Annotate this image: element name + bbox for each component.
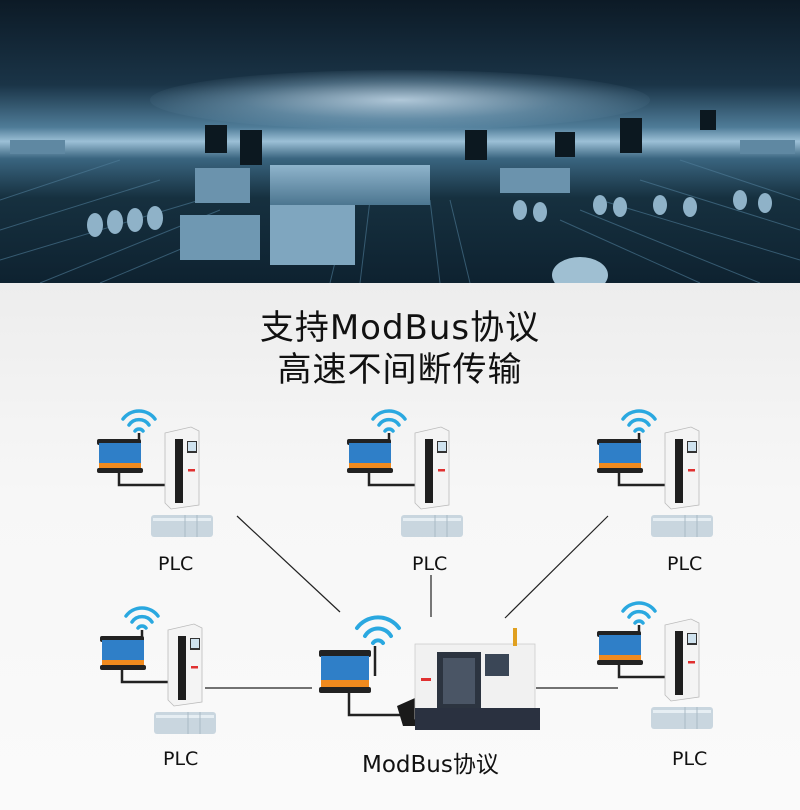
- gateway-device: [319, 650, 371, 693]
- wifi-icon: [371, 409, 407, 433]
- servo-drive: [164, 426, 200, 510]
- modbus-label: ModBus协议: [362, 752, 499, 778]
- headline-line-2: 高速不间断传输: [277, 350, 523, 390]
- center-hub: [319, 615, 540, 730]
- chip: [270, 165, 430, 205]
- chip: [270, 205, 355, 265]
- plc-node-top-center: [345, 405, 475, 545]
- plc-node-top-left: [95, 405, 225, 545]
- servo-drive: [664, 618, 700, 702]
- gateway-device: [97, 439, 143, 473]
- gateway-device: [597, 631, 643, 665]
- servo-drive: [414, 426, 450, 510]
- gateway-device: [597, 439, 643, 473]
- chip: [195, 168, 250, 203]
- horizon-glow: [150, 70, 650, 130]
- plc-label: PLC: [412, 553, 448, 575]
- plc-node-top-right: [595, 405, 725, 545]
- headline-line-1: 支持ModBus协议: [259, 308, 541, 348]
- chip: [10, 140, 65, 154]
- plc-label: PLC: [158, 553, 194, 575]
- gateway-device: [347, 439, 393, 473]
- plc-module: [154, 712, 216, 734]
- wifi-icon: [621, 601, 657, 625]
- connection-line: [236, 515, 341, 613]
- circuit-board-illustration: [0, 110, 800, 283]
- wifi-icon: [621, 409, 657, 433]
- plc-label: PLC: [672, 748, 708, 770]
- plc-label: PLC: [163, 748, 199, 770]
- servo-drive: [167, 623, 203, 707]
- plc-module: [651, 515, 713, 537]
- wifi-icon: [355, 615, 401, 645]
- connection-line: [504, 515, 609, 619]
- chip: [180, 215, 260, 260]
- gateway-device: [100, 636, 146, 670]
- wifi-icon: [121, 409, 157, 433]
- chip: [740, 140, 795, 154]
- plc-module: [651, 707, 713, 729]
- chip: [500, 168, 570, 193]
- plc-node-bottom-left: [98, 602, 228, 742]
- plc-module: [401, 515, 463, 537]
- wifi-icon: [124, 606, 160, 630]
- plc-label: PLC: [667, 553, 703, 575]
- servo-drive: [664, 426, 700, 510]
- plc-node-bottom-right: [595, 597, 725, 737]
- plc-module: [151, 515, 213, 537]
- cnc-machine-icon: [397, 628, 540, 730]
- circuit-board-banner: [0, 0, 800, 283]
